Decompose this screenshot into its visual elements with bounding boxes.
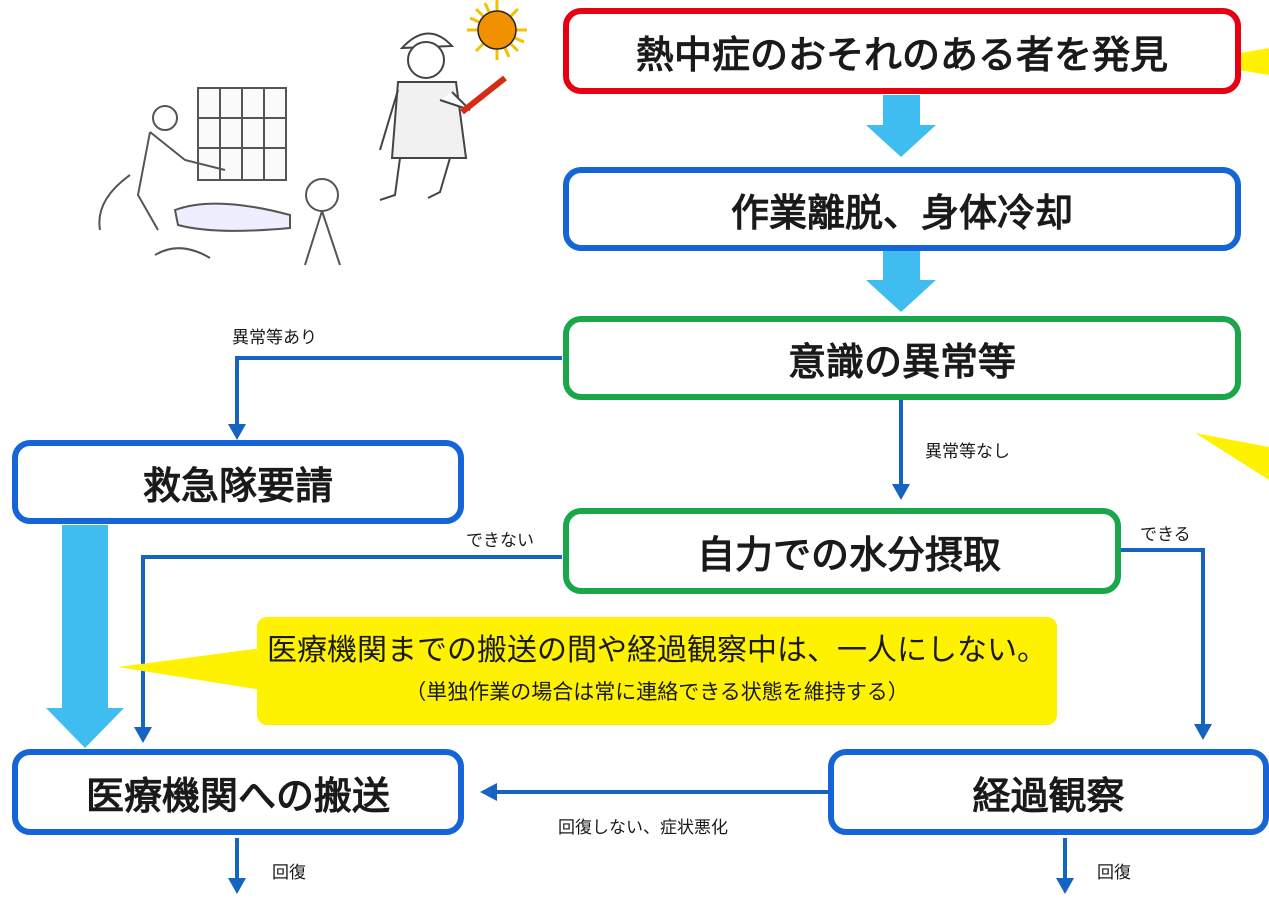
callout-main-text: 医療機関までの搬送の間や経過観察中は、一人にしない。 [267,633,1047,668]
arrowhead-abnormal-no [892,484,910,500]
arrow-ambulance-to-hospital [46,525,124,748]
callout-tail-left [118,648,262,690]
arrowhead-not-recovered [480,783,497,801]
arrow-cool-to-check [866,250,936,312]
node-consciousness-check: 意識の異常等 [563,316,1241,400]
arrowhead-cannot [134,727,152,743]
arrowhead-can [1194,724,1212,740]
line-can [1120,548,1205,725]
line-abnormal-yes [235,356,562,425]
label-can: できる [1140,525,1191,545]
arrowhead-recover-right [1056,878,1074,894]
callout-sub-text: （単独作業の場合は常に連絡できる状態を維持する） [405,680,909,704]
label-abnormal-no: 異常等なし [925,442,1010,462]
line-cannot [141,555,562,728]
label-cannot: できない [466,531,534,551]
label-recover-right: 回復 [1097,863,1131,883]
arrowhead-abnormal-yes [228,424,246,440]
node-self-hydration-label: 自力での水分摂取 [697,532,1002,577]
node-transport-hospital: 医療機関への搬送 [12,749,464,835]
worker-hydration-illustration [98,87,341,266]
callout-tail-mid [1195,433,1269,480]
arrow-discover-to-cool [866,95,936,157]
sun-icon [467,0,527,60]
label-recover-left: 回復 [272,863,306,883]
node-call-ambulance: 救急隊要請 [12,440,464,524]
dizzy-worker-illustration [379,32,507,201]
callout-do-not-leave-alone: 医療機関までの搬送の間や経過観察中は、一人にしない。 （単独作業の場合は常に連絡… [257,617,1057,725]
node-observation: 経過観察 [828,749,1269,835]
node-discover: 熱中症のおそれのある者を発見 [563,8,1241,94]
node-self-hydration: 自力での水分摂取 [563,508,1121,594]
arrowhead-recover-left [228,878,246,894]
node-withdraw-cool: 作業離脱、身体冷却 [563,167,1241,251]
label-not-recovered: 回復しない、症状悪化 [558,818,728,838]
label-abnormal-yes: 異常等あり [232,328,317,348]
